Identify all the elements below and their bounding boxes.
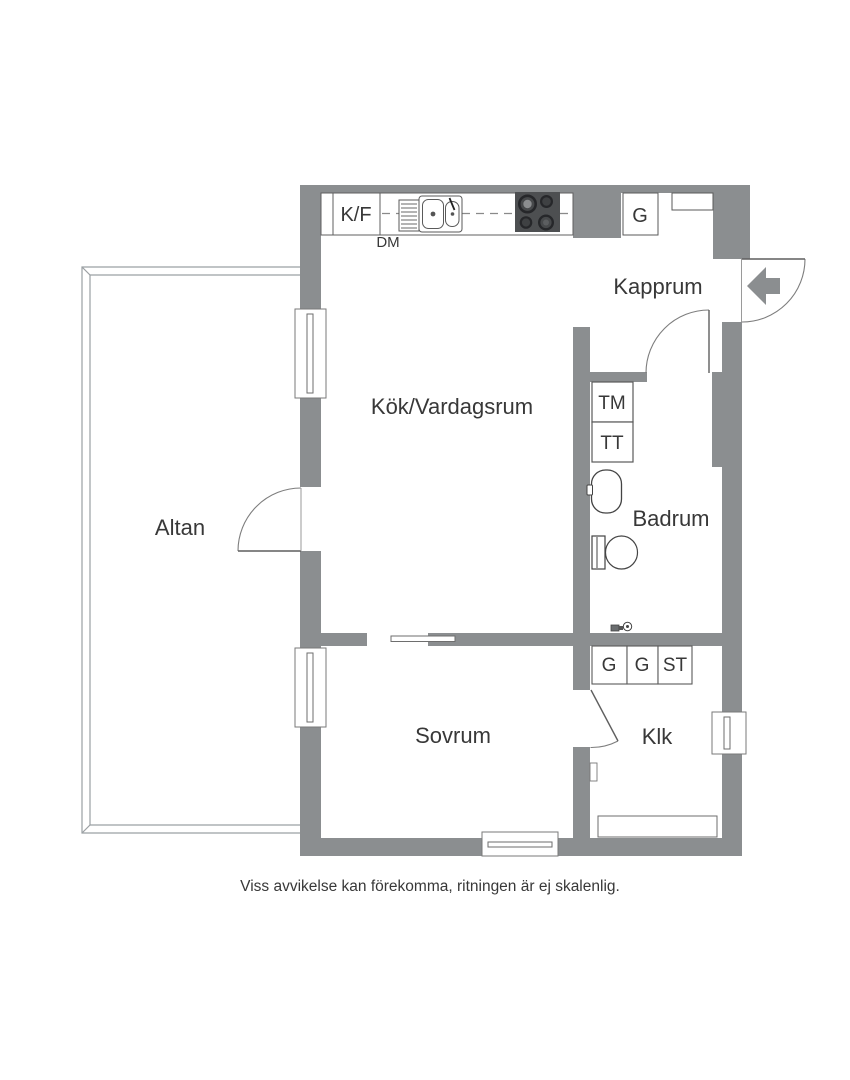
fixture-label-fridge-freezer: K/F bbox=[340, 204, 371, 226]
washbasin-icon bbox=[586, 469, 623, 514]
fixture-label-washing-machine: TM bbox=[598, 393, 625, 414]
fixture-label-wardrobe-2: G bbox=[635, 655, 650, 676]
tap-icon bbox=[610, 621, 633, 632]
fixture-label-cleaning-cabinet: ST bbox=[663, 655, 688, 676]
room-label-kitchen-living: Kök/Vardagsrum bbox=[371, 394, 533, 419]
wall-niche bbox=[589, 762, 598, 782]
wardrobe-1-box bbox=[591, 645, 628, 685]
stove-icon bbox=[515, 192, 560, 232]
terrace-deck-outline bbox=[81, 266, 300, 834]
fixture-label-dryer: TT bbox=[600, 433, 624, 454]
room-label-closet: Klk bbox=[642, 724, 674, 749]
entrance-arrow-icon bbox=[747, 267, 780, 305]
window-living-left bbox=[294, 308, 327, 399]
window-bedroom-bottom bbox=[481, 831, 559, 857]
room-label-hall: Kapprum bbox=[613, 274, 702, 299]
bathroom-fixtures bbox=[586, 381, 639, 632]
doors bbox=[237, 258, 806, 749]
fixture-label-dishwasher: DM bbox=[376, 234, 399, 251]
window-closet-right bbox=[711, 711, 747, 755]
room-label-bathroom: Badrum bbox=[632, 506, 709, 531]
window-bedroom-left bbox=[294, 647, 327, 728]
room-label-bedroom: Sovrum bbox=[415, 723, 491, 748]
washing-machine-box bbox=[591, 381, 634, 423]
terrace-door bbox=[237, 487, 302, 552]
entrance-door bbox=[741, 258, 806, 323]
windows bbox=[294, 308, 747, 857]
closet-fixtures bbox=[589, 645, 718, 838]
fixture-label-wardrobe-1: G bbox=[602, 655, 617, 676]
bathroom-door bbox=[645, 309, 710, 374]
dryer-box bbox=[591, 421, 634, 463]
cleaning-cabinet-box bbox=[657, 645, 693, 685]
fixture-label-hall-wardrobe: G bbox=[632, 205, 648, 227]
faucet-icon bbox=[448, 197, 456, 211]
disclaimer-text: Viss avvikelse kan förekomma, ritningen … bbox=[240, 878, 620, 895]
bedroom-sliding-door bbox=[390, 635, 456, 642]
walls bbox=[300, 185, 750, 856]
radiator bbox=[597, 815, 718, 838]
kitchen-counter bbox=[320, 192, 574, 236]
room-label-terrace: Altan bbox=[155, 515, 205, 540]
hall-shelf bbox=[671, 192, 714, 211]
hall-wardrobe-box bbox=[622, 192, 659, 236]
wardrobe-2-box bbox=[626, 645, 659, 685]
labels: Kök/Vardagsrum Kapprum Altan Sovrum Badr… bbox=[155, 204, 710, 749]
sink-icon bbox=[418, 195, 463, 233]
hall-fixtures bbox=[622, 192, 714, 236]
toilet-icon bbox=[591, 535, 639, 570]
closet-door bbox=[590, 689, 619, 749]
drainboard-icon bbox=[398, 199, 420, 232]
